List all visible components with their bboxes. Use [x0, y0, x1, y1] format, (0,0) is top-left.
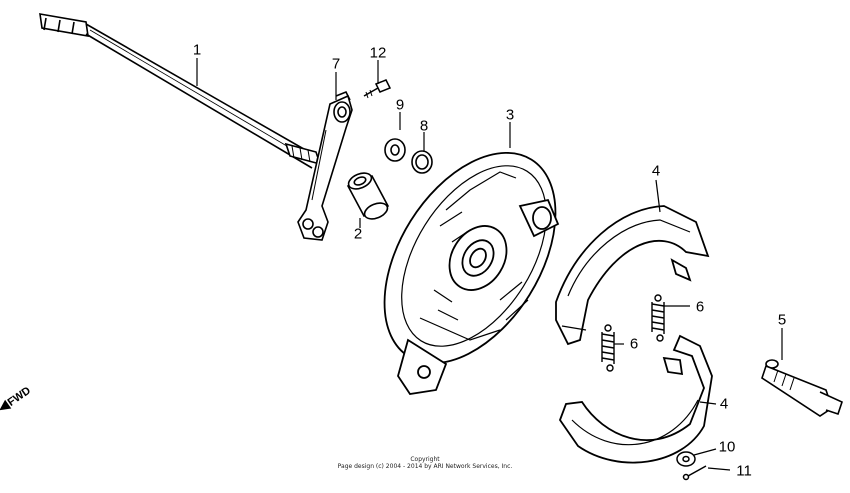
callout-10: 10 [718, 438, 736, 456]
copyright-line-1: Copyright [410, 456, 440, 463]
callout-8: 8 [419, 117, 429, 135]
part-10-washer[interactable] [676, 451, 696, 467]
callout-7: 7 [331, 55, 341, 73]
callout-12: 12 [369, 44, 387, 62]
part-4-brake-shoe-lower[interactable] [558, 334, 713, 464]
callout-6-right: 6 [695, 298, 705, 316]
callout-5: 5 [777, 311, 787, 329]
callout-4-upper: 4 [651, 162, 661, 180]
part-9-washer[interactable] [384, 138, 406, 162]
callout-2: 2 [353, 225, 363, 243]
callout-4-lower: 4 [719, 395, 729, 413]
part-12-bolt[interactable] [363, 79, 392, 99]
part-7-brake-arm[interactable] [297, 90, 353, 241]
part-5-brake-cam[interactable] [761, 359, 843, 417]
callout-11: 11 [736, 462, 752, 480]
part-2-collar[interactable] [346, 170, 390, 222]
part-3-brake-panel[interactable] [349, 123, 591, 395]
leader-lines [196, 58, 783, 471]
part-4-brake-shoe-upper[interactable] [555, 205, 710, 346]
part-6-spring-left[interactable] [601, 324, 615, 372]
copyright-line-2: Page design (c) 2004 - 2014 by ARI Netwo… [337, 463, 513, 470]
part-6-spring-right[interactable] [651, 294, 665, 342]
part-11-pin[interactable] [682, 465, 707, 481]
callout-9: 9 [395, 96, 405, 114]
callout-6-left: 6 [629, 335, 639, 353]
part-8-seal[interactable] [411, 150, 433, 174]
callout-1: 1 [192, 41, 202, 59]
callout-3: 3 [505, 106, 515, 124]
part-1-axle[interactable] [39, 13, 324, 169]
